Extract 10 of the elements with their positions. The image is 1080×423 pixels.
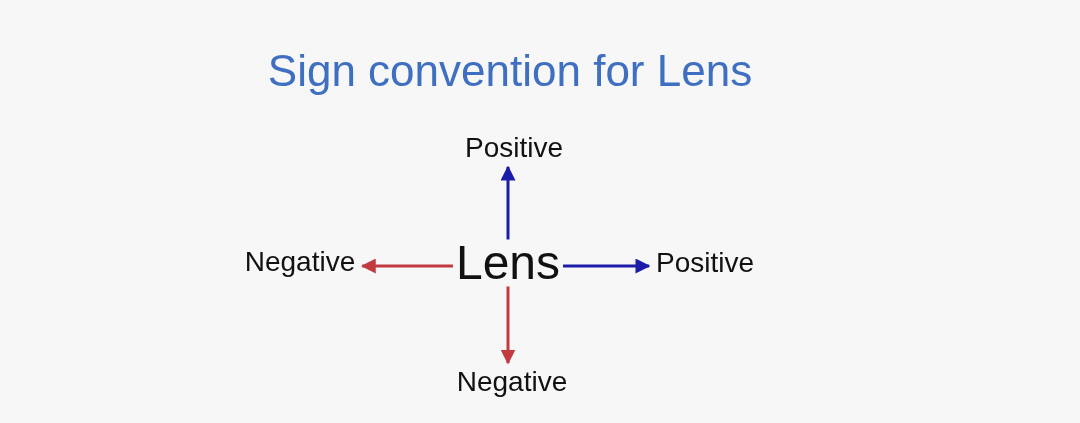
- center-label: Lens: [453, 234, 563, 290]
- arrow: [563, 258, 651, 274]
- direction-label: Negative: [242, 246, 358, 278]
- direction-label: Positive: [654, 247, 756, 279]
- arrow: [500, 165, 516, 240]
- diagram-title: Sign convention for Lens: [266, 46, 754, 96]
- arrow: [500, 286, 516, 365]
- direction-label: Negative: [454, 366, 570, 398]
- direction-label: Positive: [463, 132, 565, 164]
- arrow: [360, 258, 453, 274]
